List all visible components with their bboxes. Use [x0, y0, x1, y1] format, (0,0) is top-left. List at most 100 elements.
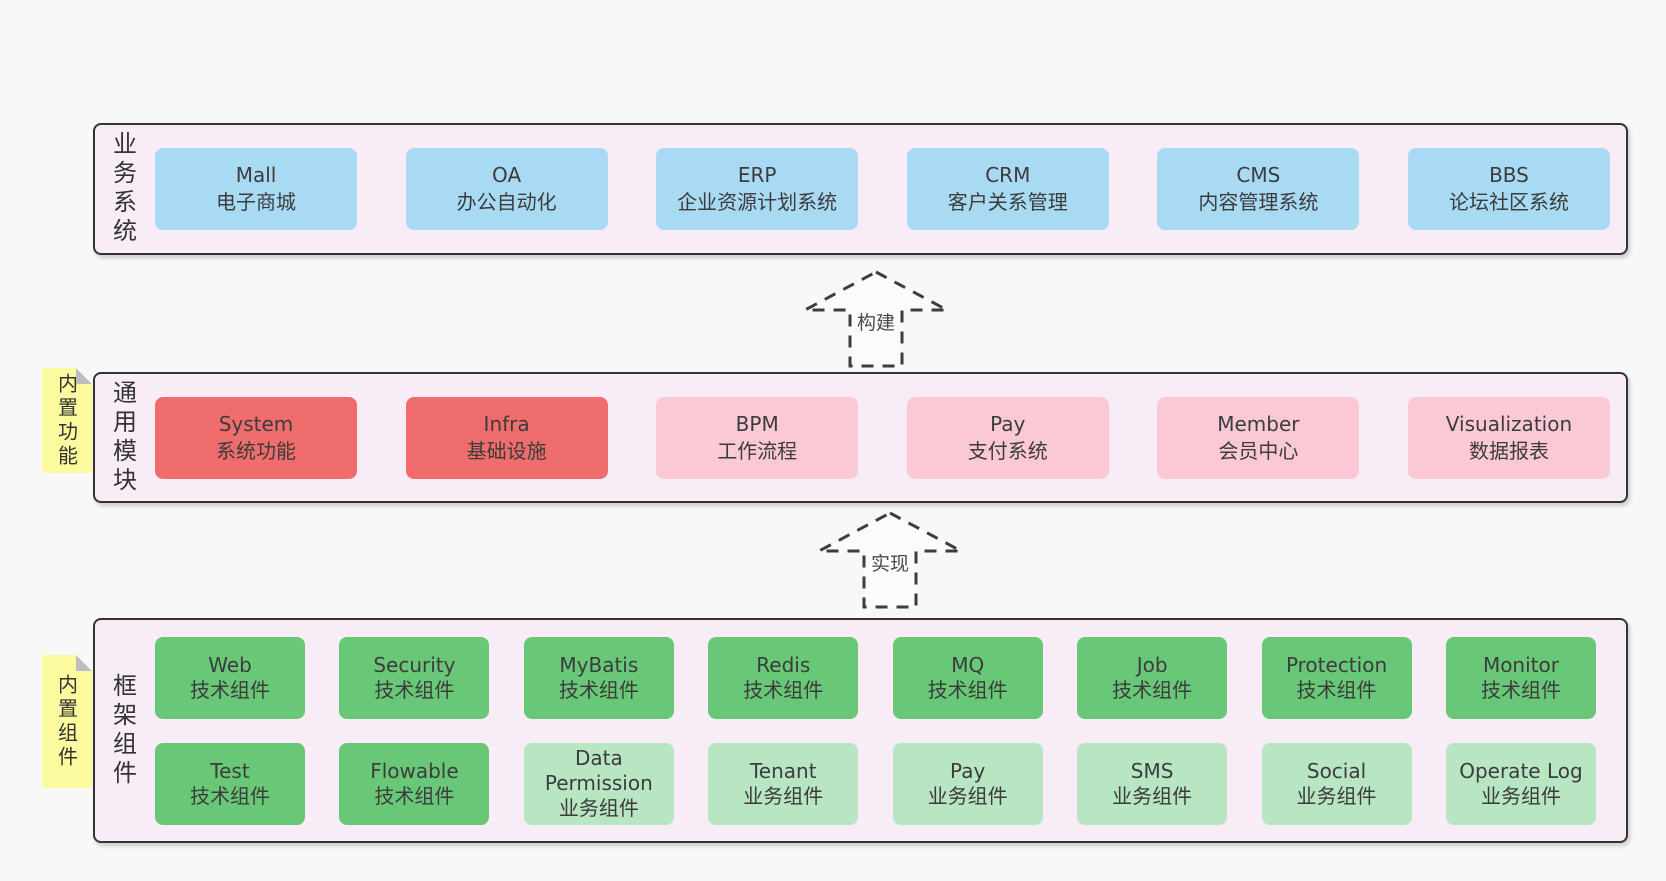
- module-desc: 技术组件: [927, 677, 1008, 702]
- module-desc: 业务组件: [1296, 783, 1377, 808]
- dashed-up-arrow-icon: 实现: [818, 511, 962, 609]
- module-desc: 技术组件: [1296, 677, 1377, 702]
- module-name: Flowable: [370, 758, 459, 783]
- module-desc: 技术组件: [190, 783, 270, 808]
- module-desc: 技术组件: [374, 677, 455, 702]
- module-desc: 支付系统: [967, 438, 1048, 463]
- module-desc: 会员中心: [1218, 438, 1299, 463]
- module-name: Test: [210, 758, 250, 783]
- band-label: 业务系统: [108, 131, 137, 247]
- module-name: Redis: [756, 652, 811, 677]
- module-name: Operate Log: [1459, 758, 1583, 783]
- module-name: Social: [1306, 758, 1367, 783]
- module-desc: 系统功能: [216, 438, 296, 463]
- sticky-note-label: 内置功能: [54, 372, 79, 469]
- module-desc: 工作流程: [717, 438, 798, 463]
- arrow-label: 实现: [871, 553, 909, 575]
- module-desc: 业务组件: [1112, 783, 1193, 808]
- module-name: Monitor: [1482, 652, 1559, 677]
- module-name: Infra: [483, 411, 530, 436]
- module-desc: 基础设施: [466, 438, 547, 463]
- module-name: Mall: [235, 163, 277, 187]
- module-name: MyBatis: [559, 652, 639, 677]
- band-label: 框架组件: [108, 672, 137, 789]
- band-label: 通用模块: [108, 379, 137, 496]
- module-name: ERP: [737, 163, 777, 187]
- module-name: Member: [1217, 411, 1300, 436]
- sticky-note-built-in-components: 内置组件: [42, 655, 92, 788]
- module-name: Job: [1136, 652, 1168, 677]
- module-name: Data Permission: [544, 746, 653, 795]
- module-desc: 数据报表: [1468, 438, 1549, 463]
- module-box-bbs: BBS 论坛社区系统: [1407, 148, 1610, 230]
- module-desc: 业务组件: [927, 783, 1008, 808]
- module-desc: 技术组件: [558, 677, 639, 702]
- module-name: Protection: [1285, 652, 1388, 677]
- module-name: Security: [373, 652, 456, 677]
- module-desc: 电子商城: [216, 190, 296, 214]
- module-name: OA: [492, 163, 522, 187]
- module-name: BBS: [1489, 163, 1529, 187]
- module-name: System: [218, 411, 294, 436]
- module-desc: 技术组件: [190, 677, 270, 702]
- module-desc: 客户关系管理: [947, 190, 1068, 214]
- dashed-up-arrow-icon: 构建: [804, 270, 948, 368]
- module-name: BPM: [735, 411, 779, 436]
- module-name: Pay: [950, 758, 986, 783]
- arrow-build: 构建: [801, 269, 951, 369]
- module-desc: 业务组件: [558, 796, 639, 820]
- module-name: Tenant: [749, 758, 817, 783]
- module-desc: 业务组件: [1480, 783, 1561, 808]
- module-desc: 技术组件: [374, 783, 455, 808]
- module-name: Visualization: [1445, 411, 1573, 436]
- sticky-note-label: 内置组件: [54, 673, 79, 770]
- module-desc: 业务组件: [743, 783, 824, 808]
- module-name: Pay: [990, 411, 1026, 436]
- module-name: Web: [208, 652, 252, 677]
- module-desc: 技术组件: [743, 677, 824, 702]
- module-desc: 技术组件: [1480, 677, 1561, 702]
- module-box-mall: Mall 电子商城: [155, 148, 357, 230]
- module-desc: 论坛社区系统: [1448, 190, 1569, 214]
- module-name: SMS: [1130, 758, 1174, 783]
- arrow-implement: 实现: [815, 510, 965, 610]
- module-desc: 技术组件: [1112, 677, 1193, 702]
- module-name: CMS: [1236, 163, 1281, 187]
